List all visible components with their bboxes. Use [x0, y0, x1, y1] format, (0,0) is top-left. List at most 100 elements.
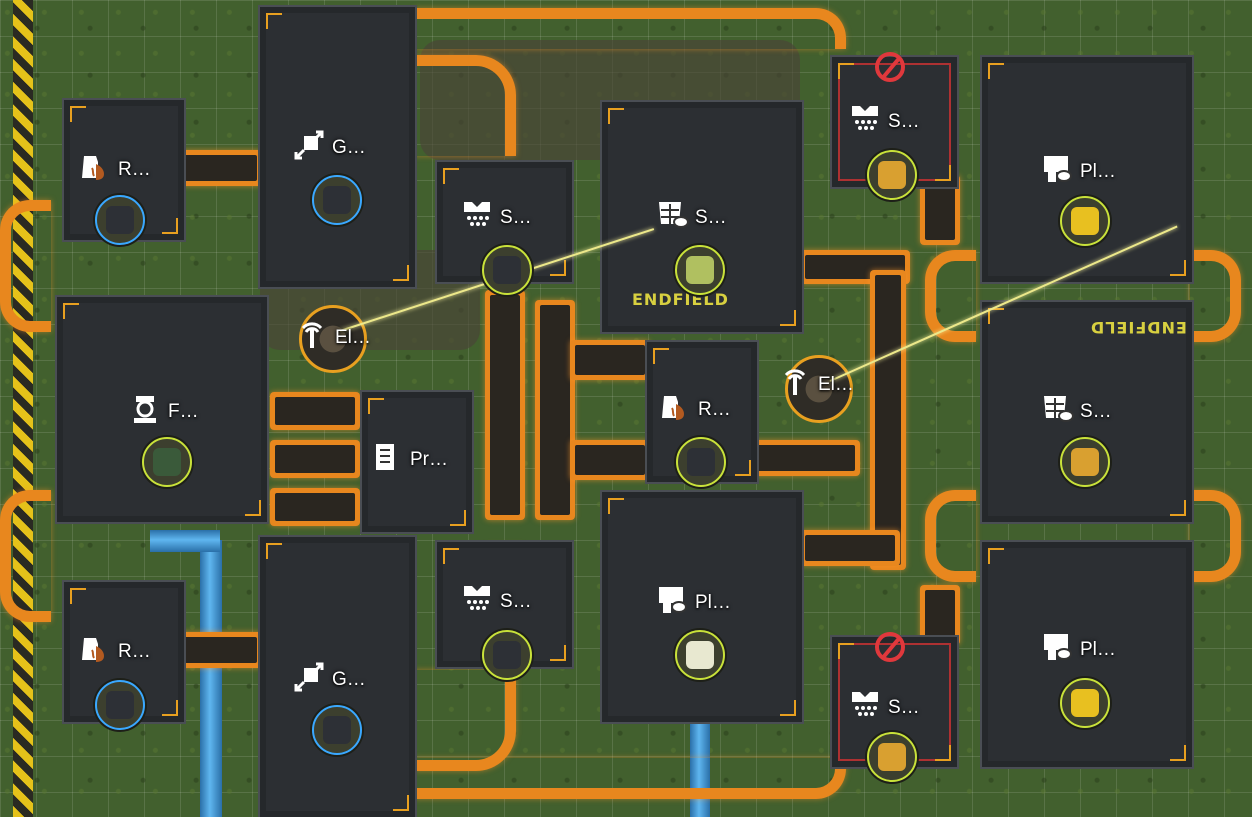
- dark-ore-item: [493, 256, 521, 284]
- dark-ore-item: [106, 206, 134, 234]
- facility-label[interactable]: Pl…: [1040, 152, 1116, 192]
- blocked-icon: [875, 632, 905, 662]
- dark-ore-item: [323, 716, 351, 744]
- refining-unit-icon: [658, 390, 692, 430]
- facility-name: S…: [1080, 401, 1112, 422]
- output-item-slot[interactable]: [312, 175, 362, 225]
- output-item-slot[interactable]: [1060, 678, 1110, 728]
- shredding-unit-icon: [848, 102, 882, 142]
- dark-ore-item: [493, 641, 521, 669]
- facility-name: Pl…: [1080, 161, 1116, 182]
- conveyor-belt[interactable]: [270, 440, 360, 478]
- refining-unit-icon: [78, 632, 112, 672]
- facility-name: El…: [818, 374, 854, 395]
- seed-picking-unit-icon: [1040, 392, 1074, 432]
- facility-name: R…: [698, 399, 731, 420]
- facility-name: S…: [695, 207, 727, 228]
- conveyor-belt[interactable]: [485, 290, 525, 520]
- conveyor-belt-loop[interactable]: [1190, 490, 1241, 582]
- conveyor-belt[interactable]: [570, 440, 650, 480]
- green-crystal-item: [153, 448, 181, 476]
- water-pipe[interactable]: [150, 530, 220, 552]
- grinding-unit-icon: [292, 660, 326, 700]
- facility-pad[interactable]: [980, 540, 1194, 769]
- facility-name: S…: [888, 111, 920, 132]
- grinding-unit-icon: [292, 128, 326, 168]
- facility-label[interactable]: S…: [848, 102, 920, 142]
- conveyor-belt[interactable]: [800, 530, 900, 566]
- facility-pad[interactable]: [600, 100, 804, 334]
- conveyor-belt[interactable]: [750, 440, 860, 476]
- facility-label[interactable]: S…: [1040, 392, 1112, 432]
- protocol-stash-icon: [370, 440, 404, 480]
- facility-label[interactable]: Pl…: [655, 583, 731, 623]
- output-item-slot[interactable]: [676, 437, 726, 487]
- facility-name: G…: [332, 137, 366, 158]
- sunflower-item: [1071, 207, 1099, 235]
- facility-pad[interactable]: [258, 535, 417, 817]
- seed-picking-unit-icon: [655, 198, 689, 238]
- output-item-slot[interactable]: [675, 245, 725, 295]
- conveyor-belt[interactable]: [270, 392, 360, 430]
- conveyor-belt[interactable]: [172, 150, 262, 186]
- facility-label[interactable]: Pr…: [370, 440, 448, 480]
- facility-name: F…: [168, 401, 199, 422]
- facility-label[interactable]: R…: [78, 150, 151, 190]
- conveyor-belt-loop[interactable]: [925, 490, 976, 582]
- dark-ore-item: [687, 448, 715, 476]
- shredding-unit-icon: [460, 582, 494, 622]
- output-item-slot[interactable]: [867, 150, 917, 200]
- conveyor-belt-loop[interactable]: [415, 8, 846, 49]
- facility-pad[interactable]: [600, 490, 804, 724]
- facility-label[interactable]: Pl…: [1040, 630, 1116, 670]
- blocked-icon: [875, 52, 905, 82]
- output-item-slot[interactable]: [95, 195, 145, 245]
- facility-name: S…: [888, 697, 920, 718]
- conveyor-belt-loop[interactable]: [415, 758, 846, 799]
- facility-pad[interactable]: [258, 5, 417, 289]
- facility-label[interactable]: R…: [78, 632, 151, 672]
- conveyor-belt-loop[interactable]: [0, 490, 51, 622]
- facility-label[interactable]: El…: [778, 365, 854, 405]
- amber-ore-item: [878, 161, 906, 189]
- facility-label[interactable]: S…: [655, 198, 727, 238]
- conveyor-belt[interactable]: [570, 340, 650, 380]
- facility-name: S…: [500, 591, 532, 612]
- output-item-slot[interactable]: [867, 732, 917, 782]
- water-pipe[interactable]: [200, 540, 222, 817]
- conveyor-belt-loop[interactable]: [0, 200, 51, 332]
- output-item-slot[interactable]: [95, 680, 145, 730]
- output-item-slot[interactable]: [482, 630, 532, 680]
- facility-name: R…: [118, 641, 151, 662]
- facility-name: Pl…: [695, 592, 731, 613]
- facility-label[interactable]: R…: [658, 390, 731, 430]
- facility-label[interactable]: El…: [295, 318, 371, 358]
- facility-label[interactable]: G…: [292, 660, 366, 700]
- conveyor-belt-loop[interactable]: [925, 250, 976, 342]
- output-item-slot[interactable]: [312, 705, 362, 755]
- conveyor-belt-loop[interactable]: [415, 670, 516, 771]
- output-item-slot[interactable]: [142, 437, 192, 487]
- conveyor-belt[interactable]: [870, 270, 906, 570]
- output-item-slot[interactable]: [482, 245, 532, 295]
- output-item-slot[interactable]: [675, 630, 725, 680]
- conveyor-belt[interactable]: [270, 488, 360, 526]
- output-item-slot[interactable]: [1060, 196, 1110, 246]
- facility-label[interactable]: F…: [128, 392, 199, 432]
- amber-ore-item: [878, 743, 906, 771]
- electric-pylon-icon: [778, 365, 812, 405]
- conveyor-belt[interactable]: [172, 632, 262, 668]
- facility-label[interactable]: S…: [848, 688, 920, 728]
- water-pipe[interactable]: [690, 700, 710, 817]
- conveyor-belt-loop[interactable]: [1190, 250, 1241, 342]
- conveyor-belt[interactable]: [535, 300, 575, 520]
- facility-label[interactable]: S…: [460, 582, 532, 622]
- output-item-slot[interactable]: [1060, 437, 1110, 487]
- conveyor-belt[interactable]: [920, 585, 960, 645]
- endfield-branding: ENDFIELD: [632, 290, 729, 309]
- facility-label[interactable]: S…: [460, 198, 532, 238]
- dark-ore-item: [106, 691, 134, 719]
- facility-label[interactable]: G…: [292, 128, 366, 168]
- conveyor-belt-loop[interactable]: [415, 55, 516, 156]
